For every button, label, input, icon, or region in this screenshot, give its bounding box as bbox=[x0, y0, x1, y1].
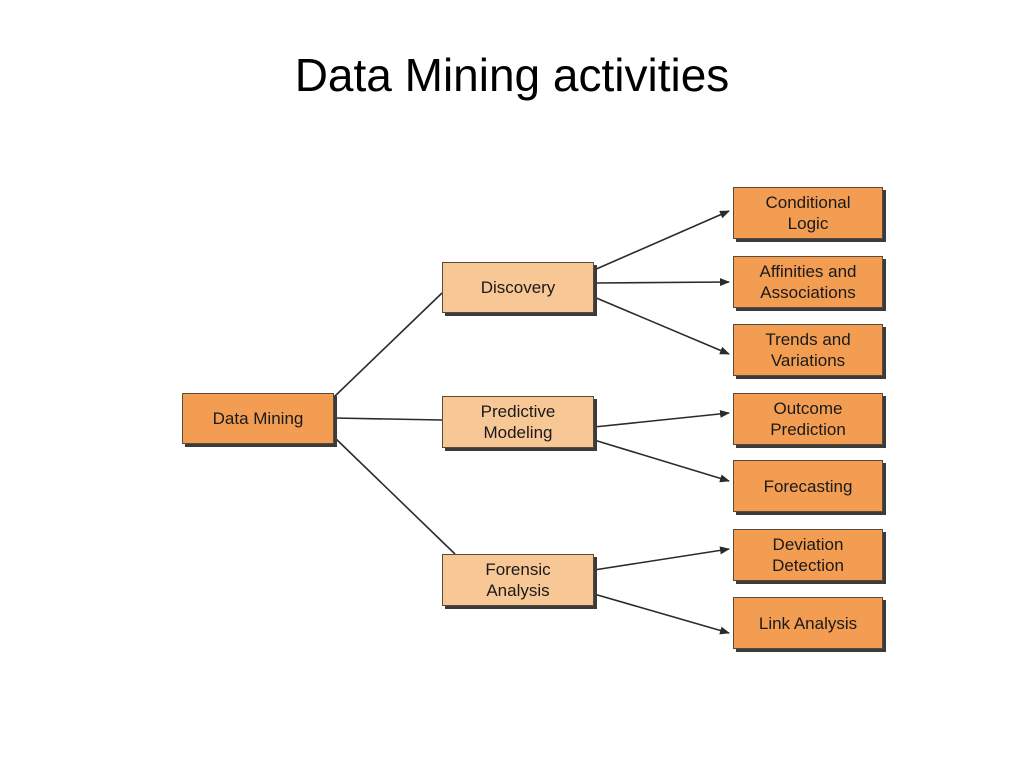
node-trends-and-variations: Trends and Variations bbox=[733, 324, 883, 376]
node-deviation-detection: Deviation Detection bbox=[733, 529, 883, 581]
arrow-discovery-conditional-logic bbox=[593, 210, 730, 271]
arrow-forensic-deviation bbox=[593, 546, 730, 571]
slide-title: Data Mining activities bbox=[294, 49, 730, 101]
node-conditional-logic: Conditional Logic bbox=[733, 187, 883, 239]
arrow-discovery-affinities bbox=[593, 278, 730, 287]
connector-root-forensic bbox=[333, 436, 456, 555]
node-discovery: Discovery bbox=[442, 262, 594, 313]
connector-root-discovery bbox=[333, 292, 443, 398]
node-outcome-prediction: Outcome Prediction bbox=[733, 393, 883, 445]
node-predictive-modeling: Predictive Modeling bbox=[442, 396, 594, 448]
arrow-discovery-trends bbox=[593, 296, 730, 355]
node-affinities-and-associations: Affinities and Associations bbox=[733, 256, 883, 308]
arrow-forensic-link-analysis bbox=[593, 593, 730, 635]
arrow-predictive-forecasting bbox=[593, 439, 730, 483]
connector-root-predictive bbox=[333, 417, 443, 421]
node-forecasting: Forecasting bbox=[733, 460, 883, 512]
node-link-analysis: Link Analysis bbox=[733, 597, 883, 649]
arrow-predictive-outcome bbox=[593, 409, 730, 428]
node-forensic-analysis: Forensic Analysis bbox=[442, 554, 594, 606]
node-data-mining: Data Mining bbox=[182, 393, 334, 444]
